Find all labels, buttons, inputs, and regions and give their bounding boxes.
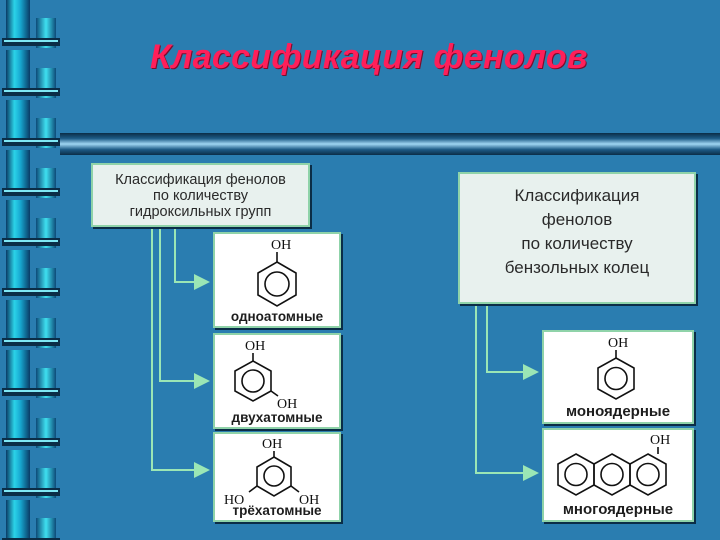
classification-by-benzene-rings-box: Классификация фенолов по количеству бенз… (458, 172, 696, 304)
monoatomic-label: одноатомные (230, 309, 324, 324)
oh-group-label-right: OH (299, 493, 319, 508)
triatomic-phenol-card: OH HO OH трёхатомные (213, 432, 341, 522)
mononuclear-label: моноядерные (565, 403, 671, 420)
connector-to-monoatomic (174, 227, 210, 290)
oh-group-label-right: OH (277, 397, 297, 412)
anthrol-structure-icon: OH (557, 433, 670, 496)
horizontal-divider-bar (60, 133, 720, 155)
oh-group-label-top: OH (245, 339, 265, 354)
hydroxyl-classification-label: Классификация фенолов по количеству гидр… (115, 172, 286, 220)
oh-group-label-top: OH (262, 437, 282, 452)
triatomic-label: трёхатомные (232, 503, 322, 518)
connector-to-mononuclear (486, 304, 539, 380)
monoatomic-phenol-card: OH одноатомные (213, 232, 341, 328)
connector-to-diatomic (159, 227, 210, 389)
connector-to-triatomic (151, 227, 210, 478)
connector-to-polynuclear (475, 304, 539, 481)
phloroglucinol-structure-icon: OH HO OH (224, 437, 319, 508)
ho-group-label-left: HO (224, 493, 244, 508)
oh-group-label: OH (271, 238, 291, 253)
rings-classification-label: Классификация фенолов по количеству бенз… (504, 186, 650, 277)
phenol-structure-icon: OH (257, 238, 297, 307)
resorcinol-structure-icon: OH OH (234, 339, 297, 412)
page-title: Классификация фенолов (150, 38, 588, 76)
phenol-structure-icon: OH (597, 336, 635, 400)
diatomic-phenol-card: OH OH двухатомные (213, 333, 341, 429)
oh-group-label: OH (608, 336, 628, 351)
polynuclear-phenol-card: OH многоядерные (542, 428, 694, 522)
polynuclear-label: многоядерные (562, 501, 674, 518)
mononuclear-phenol-card: OH моноядерные (542, 330, 694, 424)
diatomic-label: двухатомные (231, 410, 323, 425)
classification-by-hydroxyl-groups-box: Классификация фенолов по количеству гидр… (91, 163, 310, 227)
decorative-left-strip (0, 0, 80, 540)
oh-group-label: OH (650, 433, 670, 448)
